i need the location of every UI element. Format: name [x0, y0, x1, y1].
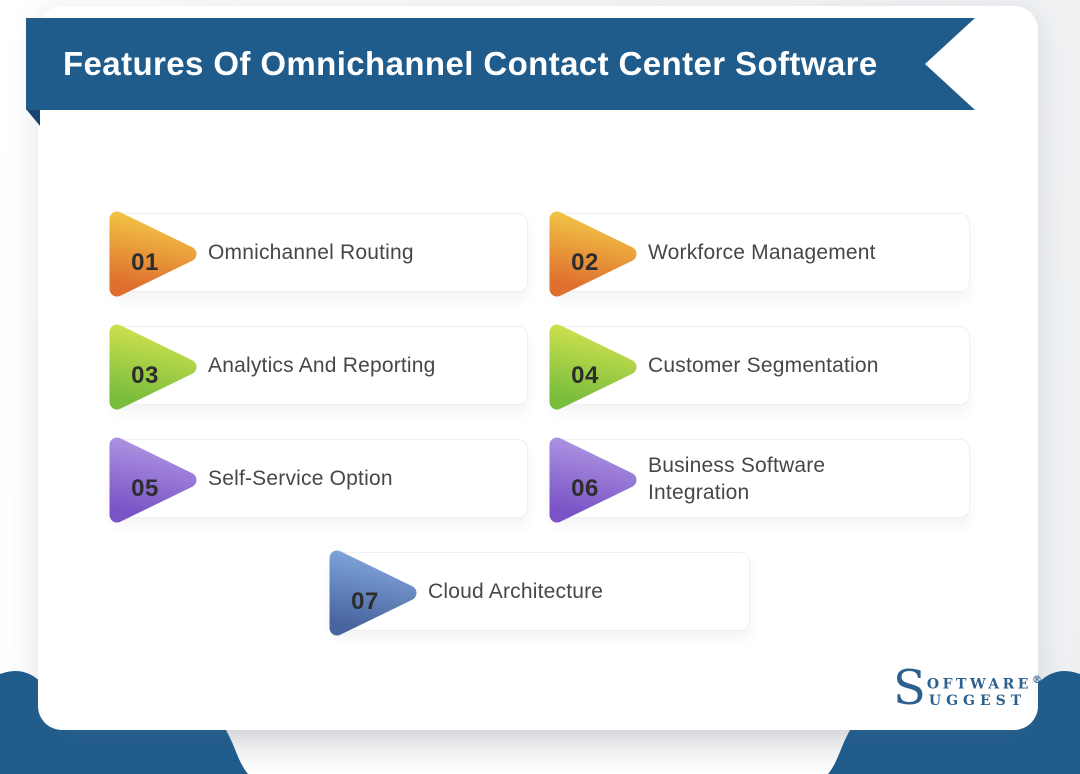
- page-title: Features Of Omnichannel Contact Center S…: [63, 45, 878, 82]
- feature-card: 01 Omnichannel Routing: [109, 211, 528, 297]
- feature-label: Omnichannel Routing: [208, 241, 414, 264]
- header-ribbon: Features Of Omnichannel Contact Center S…: [26, 18, 975, 110]
- feature-label: Cloud Architecture: [428, 580, 604, 603]
- feature-label: Self-Service Option: [208, 467, 393, 490]
- logo-line1: OFTWARE®: [926, 675, 1042, 693]
- feature-card: 02 Workforce Management: [549, 211, 970, 297]
- feature-label: Workforce Management: [648, 241, 876, 264]
- feature-number: 07: [351, 588, 379, 615]
- feature-card: 03 Analytics And Reporting: [109, 324, 528, 410]
- brand-logo: S OFTWARE® UGGEST: [893, 660, 1042, 716]
- feature-number: 01: [131, 249, 159, 276]
- feature-label: Customer Segmentation: [648, 354, 879, 377]
- logo-text: OFTWARE® UGGEST: [927, 673, 1042, 709]
- white-curve-shape: [226, 730, 850, 774]
- logo-initial: S: [893, 660, 926, 716]
- feature-number: 04: [571, 362, 599, 389]
- feature-card: 07 Cloud Architecture: [329, 550, 750, 636]
- feature-number: 03: [131, 362, 159, 389]
- feature-number: 05: [131, 475, 159, 502]
- feature-card: 05 Self-Service Option: [109, 437, 528, 523]
- feature-label: Business Software Integration: [648, 453, 826, 504]
- ribbon-fold: [26, 109, 40, 126]
- feature-card: 04 Customer Segmentation: [549, 324, 970, 410]
- feature-number: 06: [571, 475, 599, 502]
- feature-number: 02: [571, 249, 599, 276]
- feature-card: 06 Business Software Integration: [549, 437, 970, 523]
- feature-label: Analytics And Reporting: [208, 354, 436, 377]
- logo-line2: UGGEST: [928, 692, 1027, 709]
- registered-mark: ®: [1031, 675, 1042, 686]
